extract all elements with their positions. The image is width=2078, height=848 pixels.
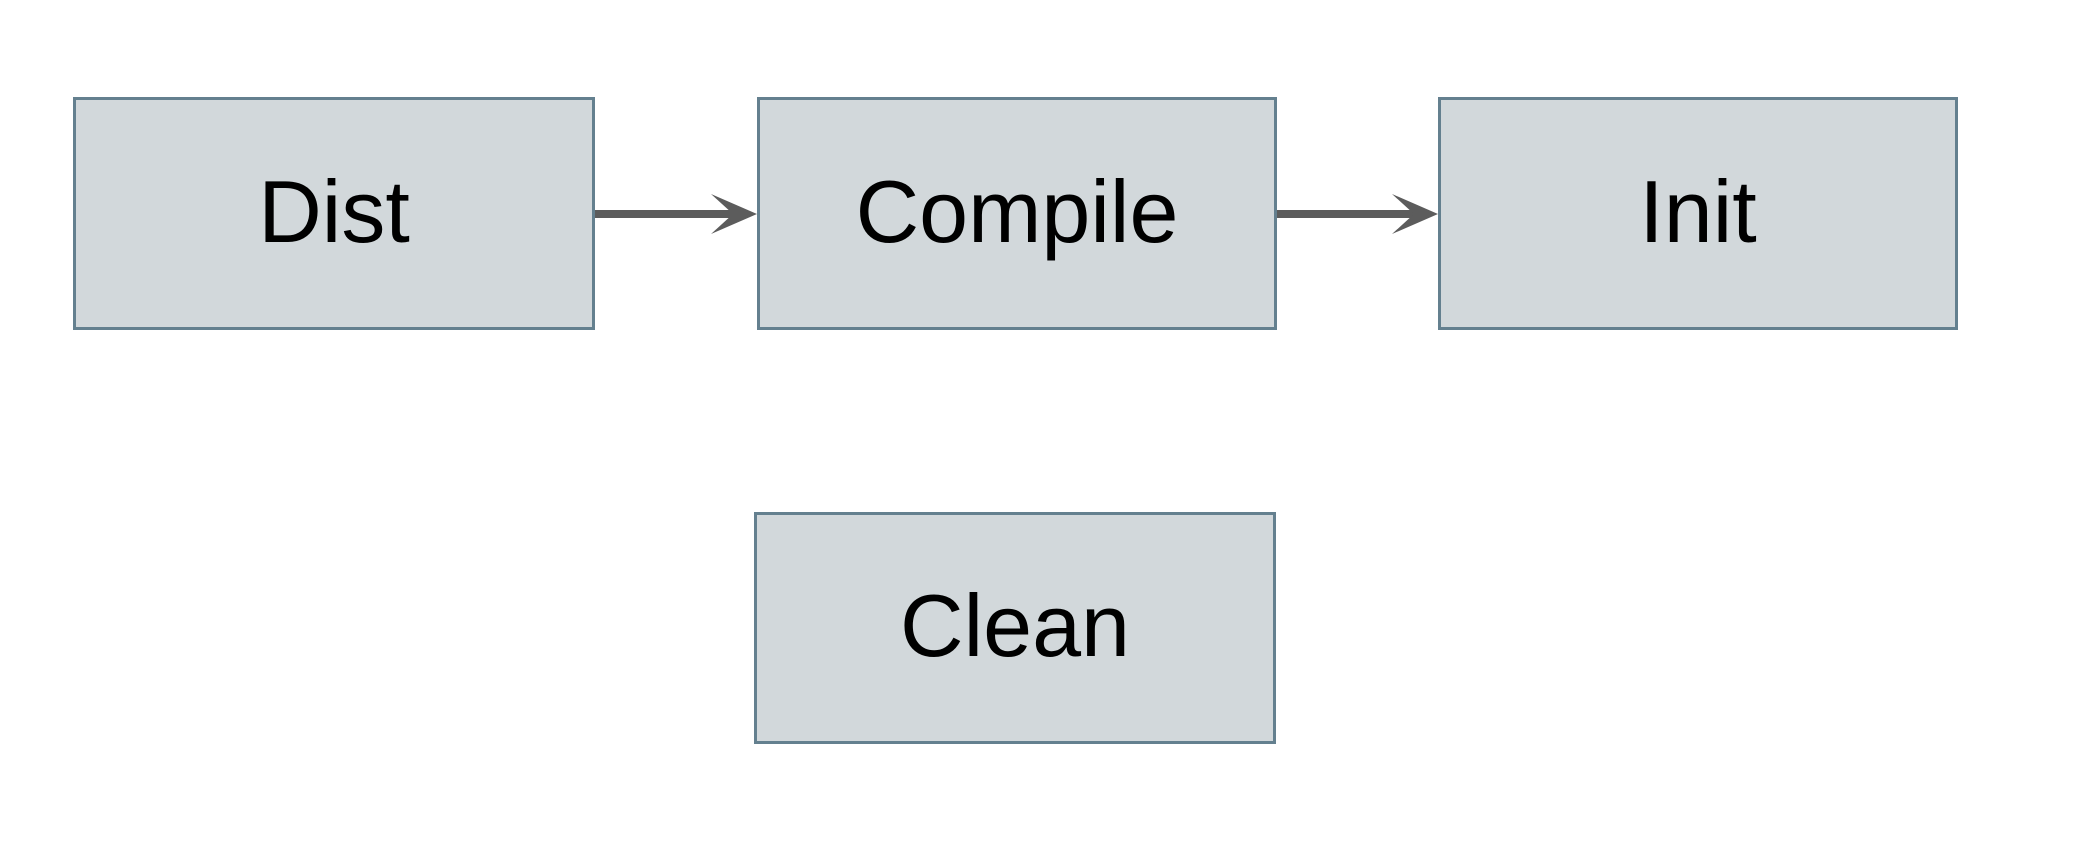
arrowhead-icon [711, 194, 757, 234]
node-init[interactable]: Init [1438, 97, 1958, 330]
node-compile[interactable]: Compile [757, 97, 1277, 330]
arrowhead-icon [1392, 194, 1438, 234]
node-dist[interactable]: Dist [73, 97, 595, 330]
node-label: Clean [900, 576, 1130, 675]
node-label: Compile [855, 161, 1179, 261]
node-label: Dist [258, 161, 410, 261]
arrow-dist-to-compile[interactable] [595, 184, 757, 244]
node-label: Init [1639, 161, 1757, 261]
arrow-compile-to-init[interactable] [1277, 184, 1438, 244]
node-clean[interactable]: Clean [754, 512, 1276, 744]
